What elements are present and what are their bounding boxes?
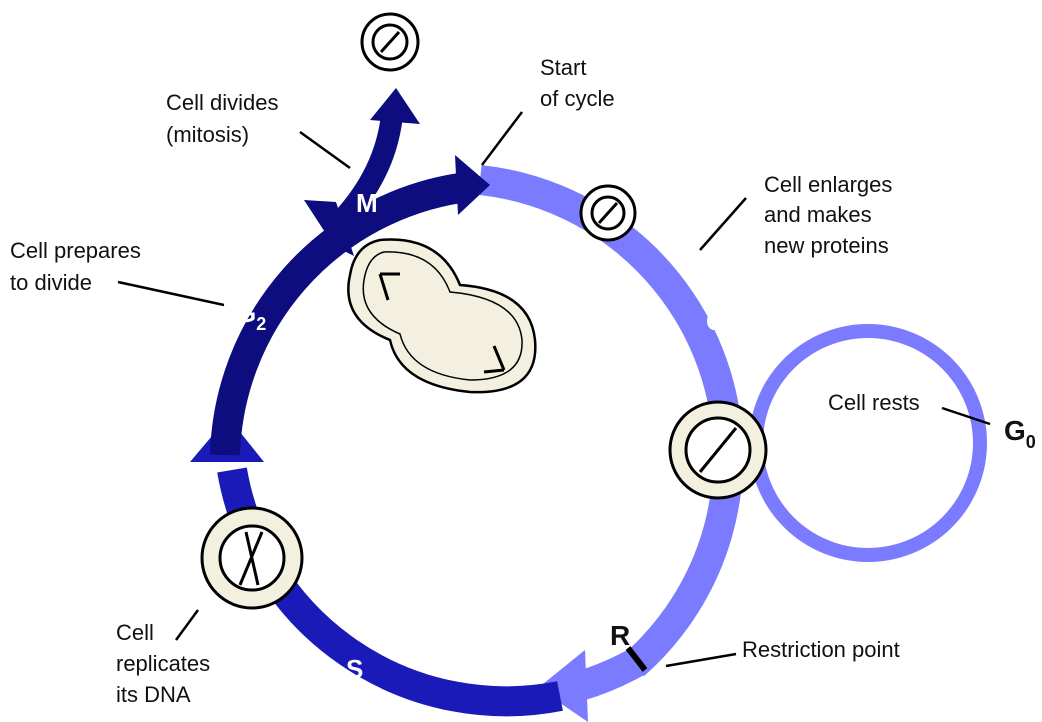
g1-arc-tail (580, 660, 640, 686)
phase-r-label: R (610, 620, 630, 651)
divides-label: Cell divides (mitosis) (166, 90, 285, 147)
g1-cell-icon (581, 186, 635, 240)
s-cell-icon (202, 508, 302, 608)
prepares-label: Cell prepares to divide (10, 238, 147, 295)
phase-g0-label: G0 (1004, 415, 1036, 452)
prepares-leader (118, 282, 224, 305)
g1-large-cell-icon (670, 402, 766, 498)
m-arrow-head (370, 88, 420, 124)
phase-m-label: M (356, 188, 378, 218)
g0-loop (756, 331, 980, 555)
restriction-label: Restriction point (742, 637, 900, 662)
enlarges-label: Cell enlarges and makes new proteins (764, 172, 899, 258)
start-leader (482, 112, 522, 165)
m-arrowhead (455, 155, 490, 215)
divides-leader (300, 132, 350, 168)
restriction-leader (666, 654, 736, 666)
replicates-label: Cell replicates its DNA (116, 620, 216, 707)
replicates-leader (176, 610, 198, 640)
start-label: Start of cycle (540, 55, 615, 111)
daughter-cell-icon (362, 14, 418, 70)
enlarges-leader (700, 198, 746, 250)
rests-label: Cell rests (828, 390, 920, 415)
dividing-cell-icon (348, 240, 535, 393)
phase-s-label: S (346, 654, 363, 684)
